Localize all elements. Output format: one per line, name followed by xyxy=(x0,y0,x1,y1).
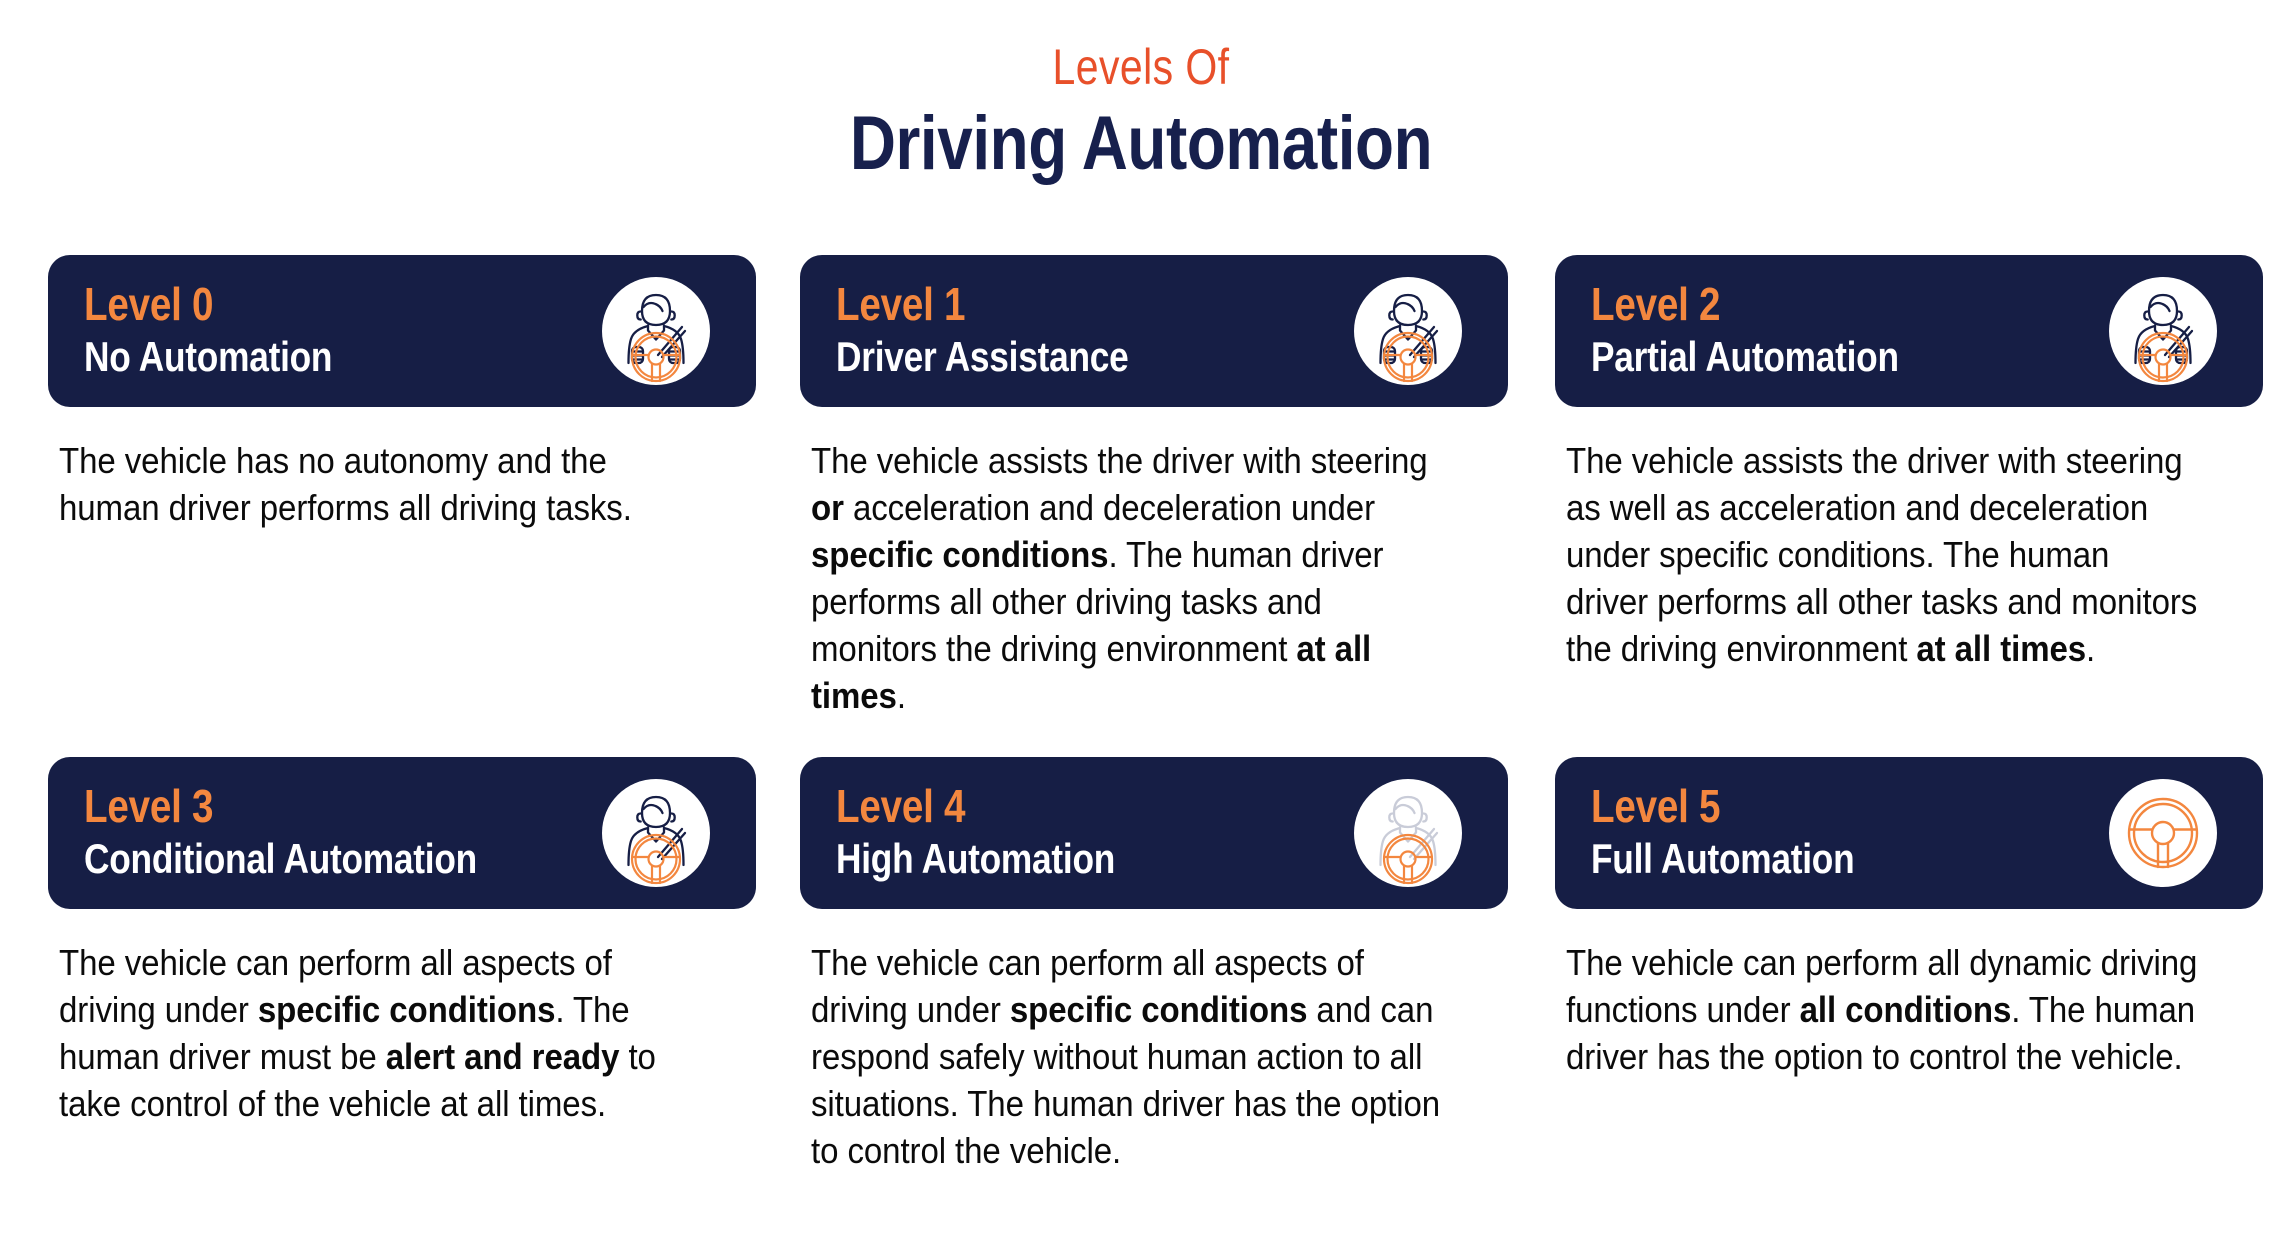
level-name: Partial Automation xyxy=(1591,332,1899,380)
level-label: Level 5 xyxy=(1591,780,1721,832)
level-description: The vehicle can perform all aspects of d… xyxy=(811,942,1441,1172)
page-title-eyebrow: Levels Of xyxy=(1052,39,1230,95)
level-label: Level 3 xyxy=(84,780,214,832)
steering-wheel-only-icon xyxy=(2109,779,2217,887)
driver-hands-on-wheel-icon xyxy=(602,277,710,385)
level-label: Level 1 xyxy=(836,278,966,330)
level-name: High Automation xyxy=(836,834,1116,882)
level-description: The vehicle can perform all aspects of d… xyxy=(59,942,656,1125)
driver-hands-on-wheel-icon xyxy=(2109,277,2217,385)
level-description: The vehicle can perform all dynamic driv… xyxy=(1566,942,2198,1078)
page-title: Driving Automation xyxy=(849,101,1433,186)
level-label: Level 0 xyxy=(84,278,214,330)
level-label: Level 2 xyxy=(1591,278,1721,330)
level-description: The vehicle has no autonomy and the huma… xyxy=(59,440,632,529)
faded-driver-wheel-icon xyxy=(1354,779,1462,887)
page-header: Levels Of Driving Automation xyxy=(0,42,2282,184)
level-name: No Automation xyxy=(84,332,333,380)
driver-hands-on-wheel-icon xyxy=(1354,277,1462,385)
level-label: Level 4 xyxy=(836,780,966,832)
level-name: Conditional Automation xyxy=(84,834,477,882)
driver-hands-off-wheel-icon xyxy=(602,779,710,887)
level-name: Full Automation xyxy=(1591,834,1855,882)
level-description: The vehicle assists the driver with stee… xyxy=(811,440,1428,717)
level-description: The vehicle assists the driver with stee… xyxy=(1566,440,2198,670)
level-name: Driver Assistance xyxy=(836,332,1129,380)
